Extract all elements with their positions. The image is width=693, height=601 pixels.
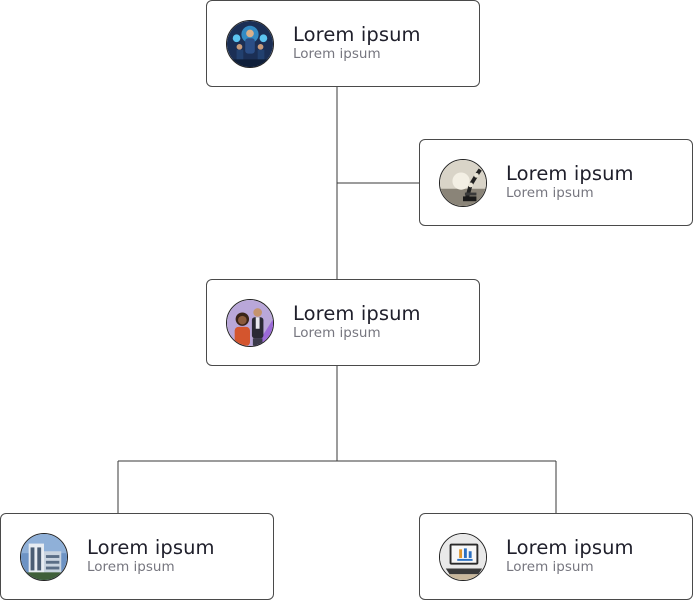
org-node-5[interactable]: Lorem ipsum Lorem ipsum — [419, 513, 693, 600]
org-node-2[interactable]: Lorem ipsum Lorem ipsum — [419, 139, 693, 226]
org-node-3[interactable]: Lorem ipsum Lorem ipsum — [206, 279, 480, 366]
org-node-4[interactable]: Lorem ipsum Lorem ipsum — [0, 513, 274, 600]
node-subtitle: Lorem ipsum — [506, 185, 594, 201]
node-name: Lorem ipsum — [87, 536, 215, 559]
node-subtitle: Lorem ipsum — [293, 325, 381, 341]
two-people-photo-avatar — [226, 298, 274, 347]
team-network-photo-avatar — [226, 19, 274, 68]
node-subtitle: Lorem ipsum — [293, 46, 381, 62]
org-node-1[interactable]: Lorem ipsum Lorem ipsum — [206, 0, 480, 87]
node-subtitle: Lorem ipsum — [506, 559, 594, 575]
node-subtitle: Lorem ipsum — [87, 559, 175, 575]
laptop-photo-avatar — [439, 532, 487, 581]
robot-arm-photo-avatar — [439, 158, 487, 207]
node-name: Lorem ipsum — [506, 536, 634, 559]
building-photo-avatar — [20, 532, 68, 581]
node-name: Lorem ipsum — [293, 23, 421, 46]
node-name: Lorem ipsum — [293, 302, 421, 325]
node-name: Lorem ipsum — [506, 162, 634, 185]
